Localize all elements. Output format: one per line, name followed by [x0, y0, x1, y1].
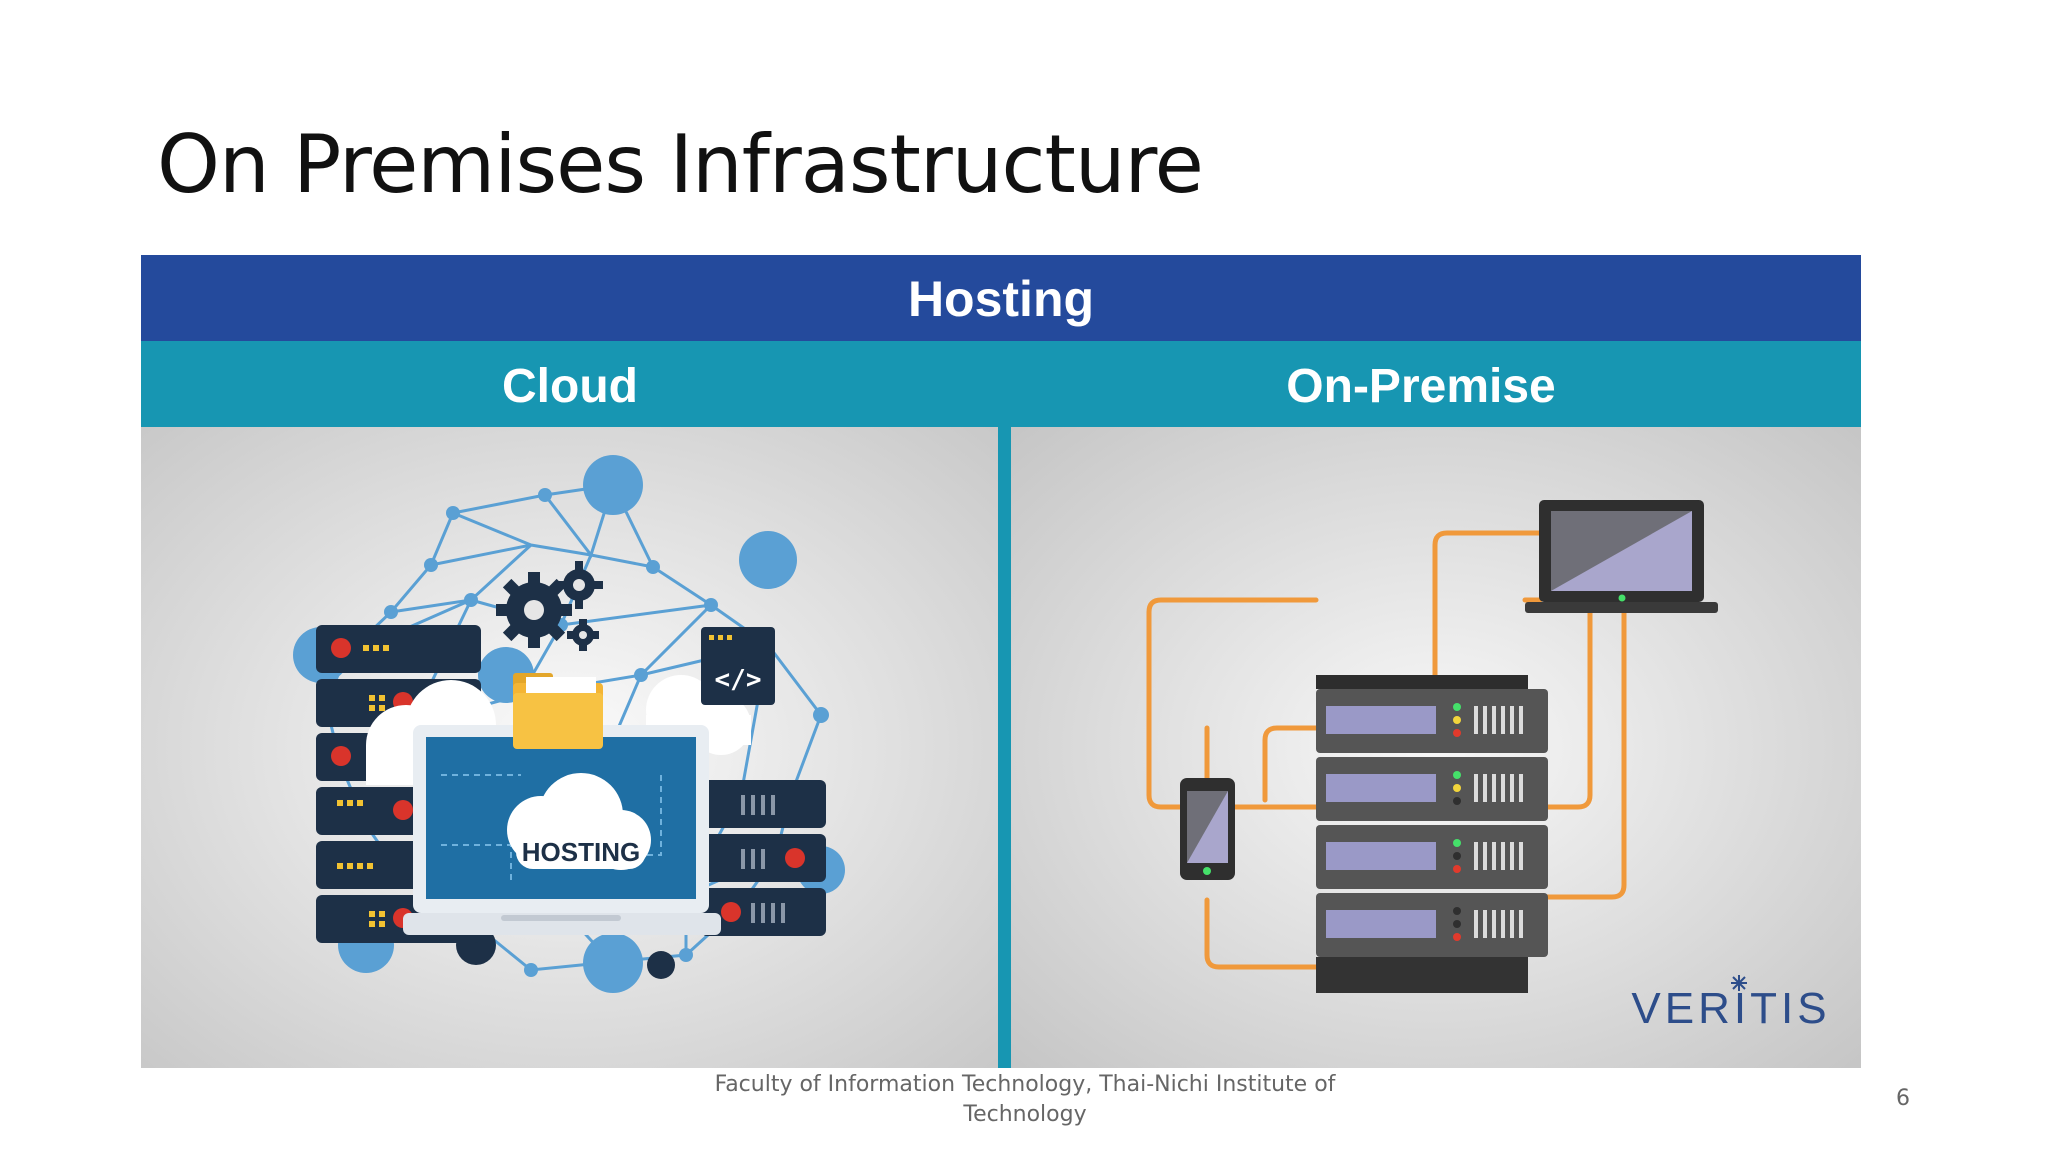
- page-number: 6: [1896, 1086, 1910, 1111]
- subheader-band: [141, 341, 1861, 427]
- veritis-logo-star-icon: [1731, 975, 1747, 991]
- hosting-header-band: [141, 255, 1861, 341]
- cable-network: [1146, 530, 1627, 970]
- laptop-icon: [1525, 500, 1718, 613]
- cloud-column-label: Cloud: [502, 360, 638, 413]
- code-window-label: </>: [715, 665, 762, 695]
- mobile-phone-icon: [1180, 778, 1235, 880]
- laptop-hosting-icon: HOSTING: [403, 673, 721, 935]
- veritis-logo: VERITIS: [1631, 984, 1830, 1033]
- slide-title: On Premises Infrastructure: [157, 118, 1204, 211]
- hosting-cloud-label: HOSTING: [522, 837, 640, 867]
- network-nodes: [293, 455, 845, 993]
- slide-footer: Faculty of Information Technology, Thai-…: [714, 1072, 1336, 1127]
- code-window-icon: </>: [701, 627, 775, 705]
- column-divider: [998, 427, 1011, 1068]
- server-rack-icon: [1316, 675, 1548, 993]
- on-premise-column-label: On-Premise: [1286, 360, 1555, 413]
- hosting-header-label: Hosting: [908, 271, 1094, 327]
- hosting-figure: Hosting Cloud On-Premise: [141, 255, 1861, 1068]
- server-stack-right-icon: [701, 780, 826, 936]
